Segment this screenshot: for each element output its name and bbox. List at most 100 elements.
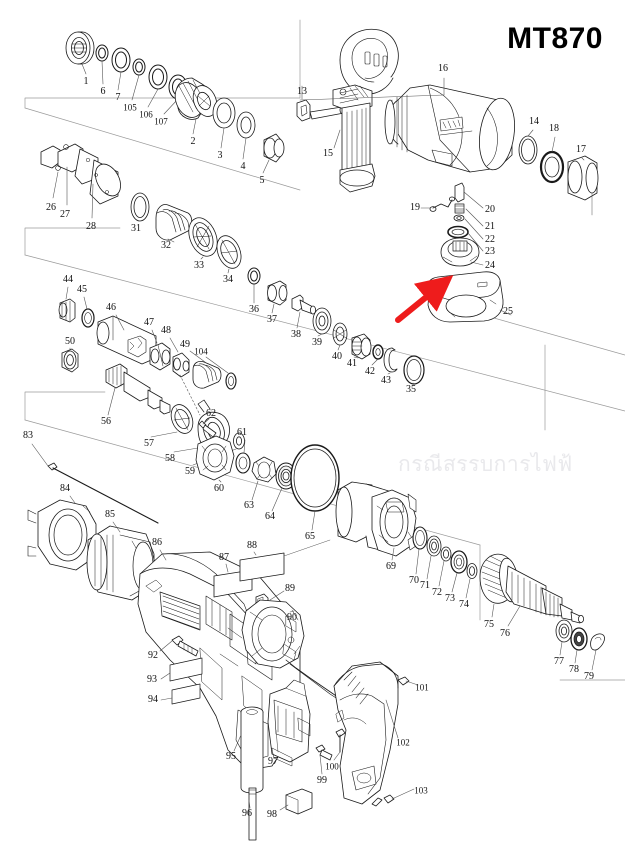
part-number-40: 40 xyxy=(332,351,342,362)
part-72-washer xyxy=(440,546,452,562)
part-71-bearing xyxy=(426,535,442,557)
group-side-handle xyxy=(296,28,399,193)
part-1-chuck-cap xyxy=(65,31,95,65)
part-number-49: 49 xyxy=(180,339,190,350)
part-number-95: 95 xyxy=(226,751,236,762)
part-6-ring xyxy=(95,44,109,62)
part-number-16: 16 xyxy=(438,63,448,74)
part-62-screw xyxy=(198,420,217,438)
part-73-bearing xyxy=(450,550,468,574)
part-number-59: 59 xyxy=(185,466,195,477)
part-17-sleeve xyxy=(567,155,599,201)
part-number-89: 89 xyxy=(285,583,295,594)
part-47-crank-arm xyxy=(149,342,171,371)
part-78-bearing xyxy=(570,627,588,651)
part-number-90: 90 xyxy=(287,612,297,623)
part-94-label xyxy=(171,683,201,705)
part-34-bearing xyxy=(216,235,242,269)
part-number-85: 85 xyxy=(105,509,115,520)
part-number-92: 92 xyxy=(148,650,158,661)
part-19-lever xyxy=(429,196,455,212)
group-crank-assembly xyxy=(58,286,340,531)
part-number-19: 19 xyxy=(410,202,420,213)
part-number-102: 102 xyxy=(396,737,410,748)
part-number-107: 107 xyxy=(154,116,168,127)
part-number-45: 45 xyxy=(77,284,87,295)
part-number-23: 23 xyxy=(485,246,495,257)
part-number-88: 88 xyxy=(247,540,257,551)
part-number-48: 48 xyxy=(161,325,171,336)
part-57-bearing xyxy=(170,404,194,434)
part-number-101: 101 xyxy=(415,682,429,693)
part-number-14: 14 xyxy=(529,116,539,127)
part-44-bushing xyxy=(58,298,76,323)
group-motor-assembly xyxy=(335,481,605,671)
part-number-65: 65 xyxy=(305,531,315,542)
part-number-79: 79 xyxy=(584,671,594,682)
part-5-bushing xyxy=(263,133,285,163)
part-number-43: 43 xyxy=(381,375,391,386)
part-number-99: 99 xyxy=(317,775,327,786)
part-50-bushing xyxy=(61,348,79,373)
part-number-25: 25 xyxy=(503,306,513,317)
part-99-screw xyxy=(315,744,333,761)
part-number-78: 78 xyxy=(569,664,579,675)
part-number-50: 50 xyxy=(65,336,75,347)
part-40-washer xyxy=(332,322,348,346)
part-92-screw xyxy=(171,635,199,657)
part-97-switch xyxy=(267,679,311,767)
part-number-31: 31 xyxy=(131,223,141,234)
part-105-washer xyxy=(132,58,146,76)
part-31-oring xyxy=(130,192,150,222)
part-number-83: 83 xyxy=(23,430,33,441)
group-hammer-mechanism xyxy=(40,143,425,385)
part-number-73: 73 xyxy=(445,593,455,604)
part-number-57: 57 xyxy=(144,438,154,449)
group-chuck-assembly xyxy=(65,31,285,174)
part-number-5: 5 xyxy=(259,175,265,186)
part-number-17: 17 xyxy=(576,144,586,155)
part-number-4: 4 xyxy=(240,161,246,172)
part-96-rod xyxy=(248,787,257,841)
part-number-22: 22 xyxy=(485,234,495,245)
part-88-label xyxy=(239,552,285,582)
part-48-connecting-rod xyxy=(172,352,190,378)
part-16-gear-housing xyxy=(384,84,515,173)
part-number-105: 105 xyxy=(123,102,137,113)
part-number-18: 18 xyxy=(549,123,559,134)
part-26-27-28-spindle xyxy=(40,143,121,205)
part-number-62: 62 xyxy=(206,408,216,419)
part-number-103: 103 xyxy=(414,785,428,796)
part-number-75: 75 xyxy=(484,619,494,630)
part-90-brush-assembly xyxy=(241,599,373,719)
part-85-field-coil xyxy=(86,525,155,601)
part-number-46: 46 xyxy=(106,302,116,313)
part-15-handle-bar xyxy=(309,28,399,193)
part-number-93: 93 xyxy=(147,674,157,685)
part-number-94: 94 xyxy=(148,694,158,705)
part-number-13: 13 xyxy=(297,86,307,97)
part-number-61: 61 xyxy=(237,427,247,438)
part-number-35: 35 xyxy=(406,384,416,395)
part-103-screw xyxy=(371,794,395,807)
part-number-20: 20 xyxy=(485,204,495,215)
part-46-cylinder xyxy=(96,315,157,365)
part-number-87: 87 xyxy=(219,552,229,563)
part-83-long-screw xyxy=(47,462,159,524)
part-number-42: 42 xyxy=(365,366,375,377)
group-main-housing xyxy=(299,77,599,216)
part-number-76: 76 xyxy=(500,628,510,639)
part-102-grip-housing xyxy=(333,661,399,805)
part-number-56: 56 xyxy=(101,416,111,427)
part-43-snap-ring xyxy=(383,347,398,373)
part-56-shaft xyxy=(105,363,171,415)
part-number-100: 100 xyxy=(325,761,339,772)
part-2-chuck-sleeve xyxy=(174,77,218,120)
part-number-86: 86 xyxy=(152,537,162,548)
part-number-39: 39 xyxy=(312,337,322,348)
part-number-34: 34 xyxy=(223,274,233,285)
part-63-gasket xyxy=(251,456,277,483)
part-number-33: 33 xyxy=(194,260,204,271)
